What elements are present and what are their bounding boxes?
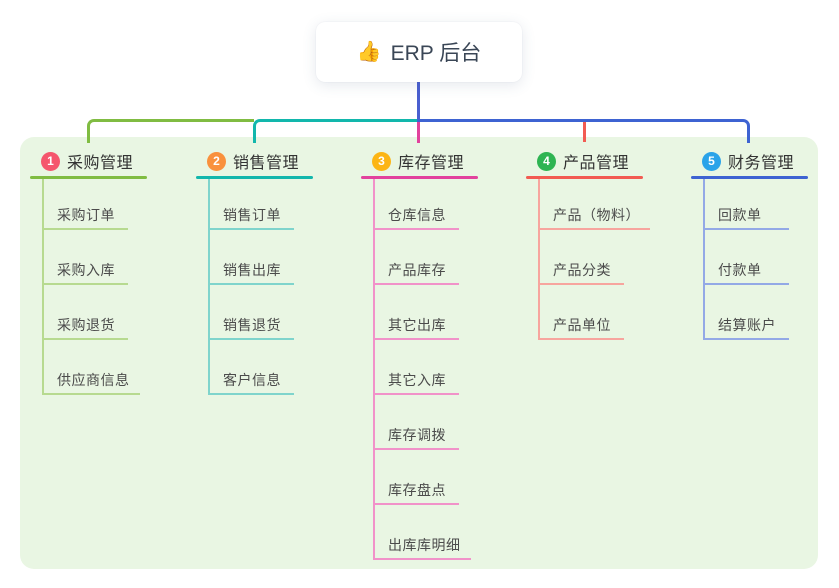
- branch-connector-4: [583, 122, 586, 142]
- section-header-3[interactable]: 3 库存管理: [361, 148, 464, 174]
- branch-connector-3: [417, 122, 420, 143]
- section-title: 产品管理: [563, 155, 630, 172]
- branch-connector-1: [87, 119, 254, 143]
- section-column-3: 3 库存管理仓库信息产品库存其它出库其它入库库存调拨库存盘点出库库明细: [361, 148, 523, 560]
- section-child-line: [42, 179, 44, 395]
- node-item-label: 结算账户: [718, 317, 776, 333]
- node-item-label: 产品分类: [553, 262, 611, 278]
- section-title: 库存管理: [398, 155, 465, 172]
- node-item-label: 采购订单: [57, 207, 115, 223]
- node-item[interactable]: 其它出库: [373, 310, 459, 340]
- node-item-label: 销售订单: [223, 207, 281, 223]
- section-number-badge: 3: [372, 151, 391, 171]
- root-connector: [417, 82, 420, 120]
- section-title: 财务管理: [728, 155, 795, 172]
- node-item[interactable]: 采购订单: [42, 200, 128, 230]
- node-item[interactable]: 付款单: [703, 255, 789, 285]
- section-number-badge: 5: [702, 151, 721, 171]
- section-header-1[interactable]: 1 采购管理: [30, 148, 133, 174]
- node-item-label: 出库库明细: [388, 537, 461, 553]
- root-node[interactable]: 👍 ERP 后台: [316, 22, 522, 82]
- node-item-label: 销售出库: [223, 262, 281, 278]
- section-child-line: [208, 179, 210, 395]
- section-number-badge: 4: [537, 151, 556, 171]
- section-underline: [361, 176, 478, 179]
- node-item-label: 付款单: [718, 262, 762, 278]
- section-underline: [526, 176, 643, 179]
- node-item-label: 其它入库: [388, 372, 446, 388]
- node-item-label: 库存调拨: [388, 427, 446, 443]
- node-item-label: 产品库存: [388, 262, 446, 278]
- node-item[interactable]: 销售退货: [208, 310, 294, 340]
- node-item[interactable]: 供应商信息: [42, 365, 140, 395]
- node-item[interactable]: 出库库明细: [373, 530, 471, 560]
- node-item[interactable]: 仓库信息: [373, 200, 459, 230]
- node-item-label: 库存盘点: [388, 482, 446, 498]
- section-column-1: 1 采购管理采购订单采购入库采购退货供应商信息: [30, 148, 192, 395]
- section-header-5[interactable]: 5 财务管理: [691, 148, 794, 174]
- section-title: 销售管理: [233, 155, 300, 172]
- node-item[interactable]: 采购入库: [42, 255, 128, 285]
- node-item-label: 客户信息: [223, 372, 281, 388]
- section-child-line: [538, 179, 540, 340]
- node-item[interactable]: 结算账户: [703, 310, 789, 340]
- node-item-label: 产品单位: [553, 317, 611, 333]
- section-title: 采购管理: [67, 155, 134, 172]
- section-underline: [196, 176, 313, 179]
- node-item[interactable]: 销售订单: [208, 200, 294, 230]
- sections-panel: [20, 137, 818, 569]
- section-child-line: [703, 179, 705, 340]
- node-item[interactable]: 其它入库: [373, 365, 459, 395]
- node-item[interactable]: 产品单位: [538, 310, 624, 340]
- node-item[interactable]: 客户信息: [208, 365, 294, 395]
- node-item[interactable]: 采购退货: [42, 310, 128, 340]
- section-number-badge: 2: [207, 151, 226, 171]
- node-item-label: 采购入库: [57, 262, 115, 278]
- section-header-2[interactable]: 2 销售管理: [196, 148, 299, 174]
- node-item-label: 仓库信息: [388, 207, 446, 223]
- section-child-line: [373, 179, 375, 560]
- node-item-label: 产品（物料）: [553, 207, 640, 223]
- branch-connector-5: [417, 119, 750, 143]
- node-item[interactable]: 回款单: [703, 200, 789, 230]
- node-item[interactable]: 产品（物料）: [538, 200, 650, 230]
- node-item[interactable]: 产品分类: [538, 255, 624, 285]
- node-item[interactable]: 库存盘点: [373, 475, 459, 505]
- section-number-badge: 1: [41, 151, 60, 171]
- node-item-label: 回款单: [718, 207, 762, 223]
- section-column-5: 5 财务管理回款单付款单结算账户: [691, 148, 839, 340]
- section-underline: [691, 176, 808, 179]
- section-underline: [30, 176, 147, 179]
- root-title: ERP 后台: [390, 42, 482, 65]
- node-item[interactable]: 销售出库: [208, 255, 294, 285]
- branch-connector-2: [253, 119, 418, 143]
- node-item[interactable]: 库存调拨: [373, 420, 459, 450]
- section-header-4[interactable]: 4 产品管理: [526, 148, 629, 174]
- section-column-4: 4 产品管理产品（物料） 产品分类产品单位: [526, 148, 688, 340]
- thumbs-up-icon: 👍: [356, 41, 382, 63]
- node-item-label: 采购退货: [57, 317, 115, 333]
- section-column-2: 2 销售管理销售订单销售出库销售退货客户信息: [196, 148, 358, 395]
- node-item-label: 销售退货: [223, 317, 281, 333]
- node-item-label: 供应商信息: [57, 372, 130, 388]
- node-item-label: 其它出库: [388, 317, 446, 333]
- node-item[interactable]: 产品库存: [373, 255, 459, 285]
